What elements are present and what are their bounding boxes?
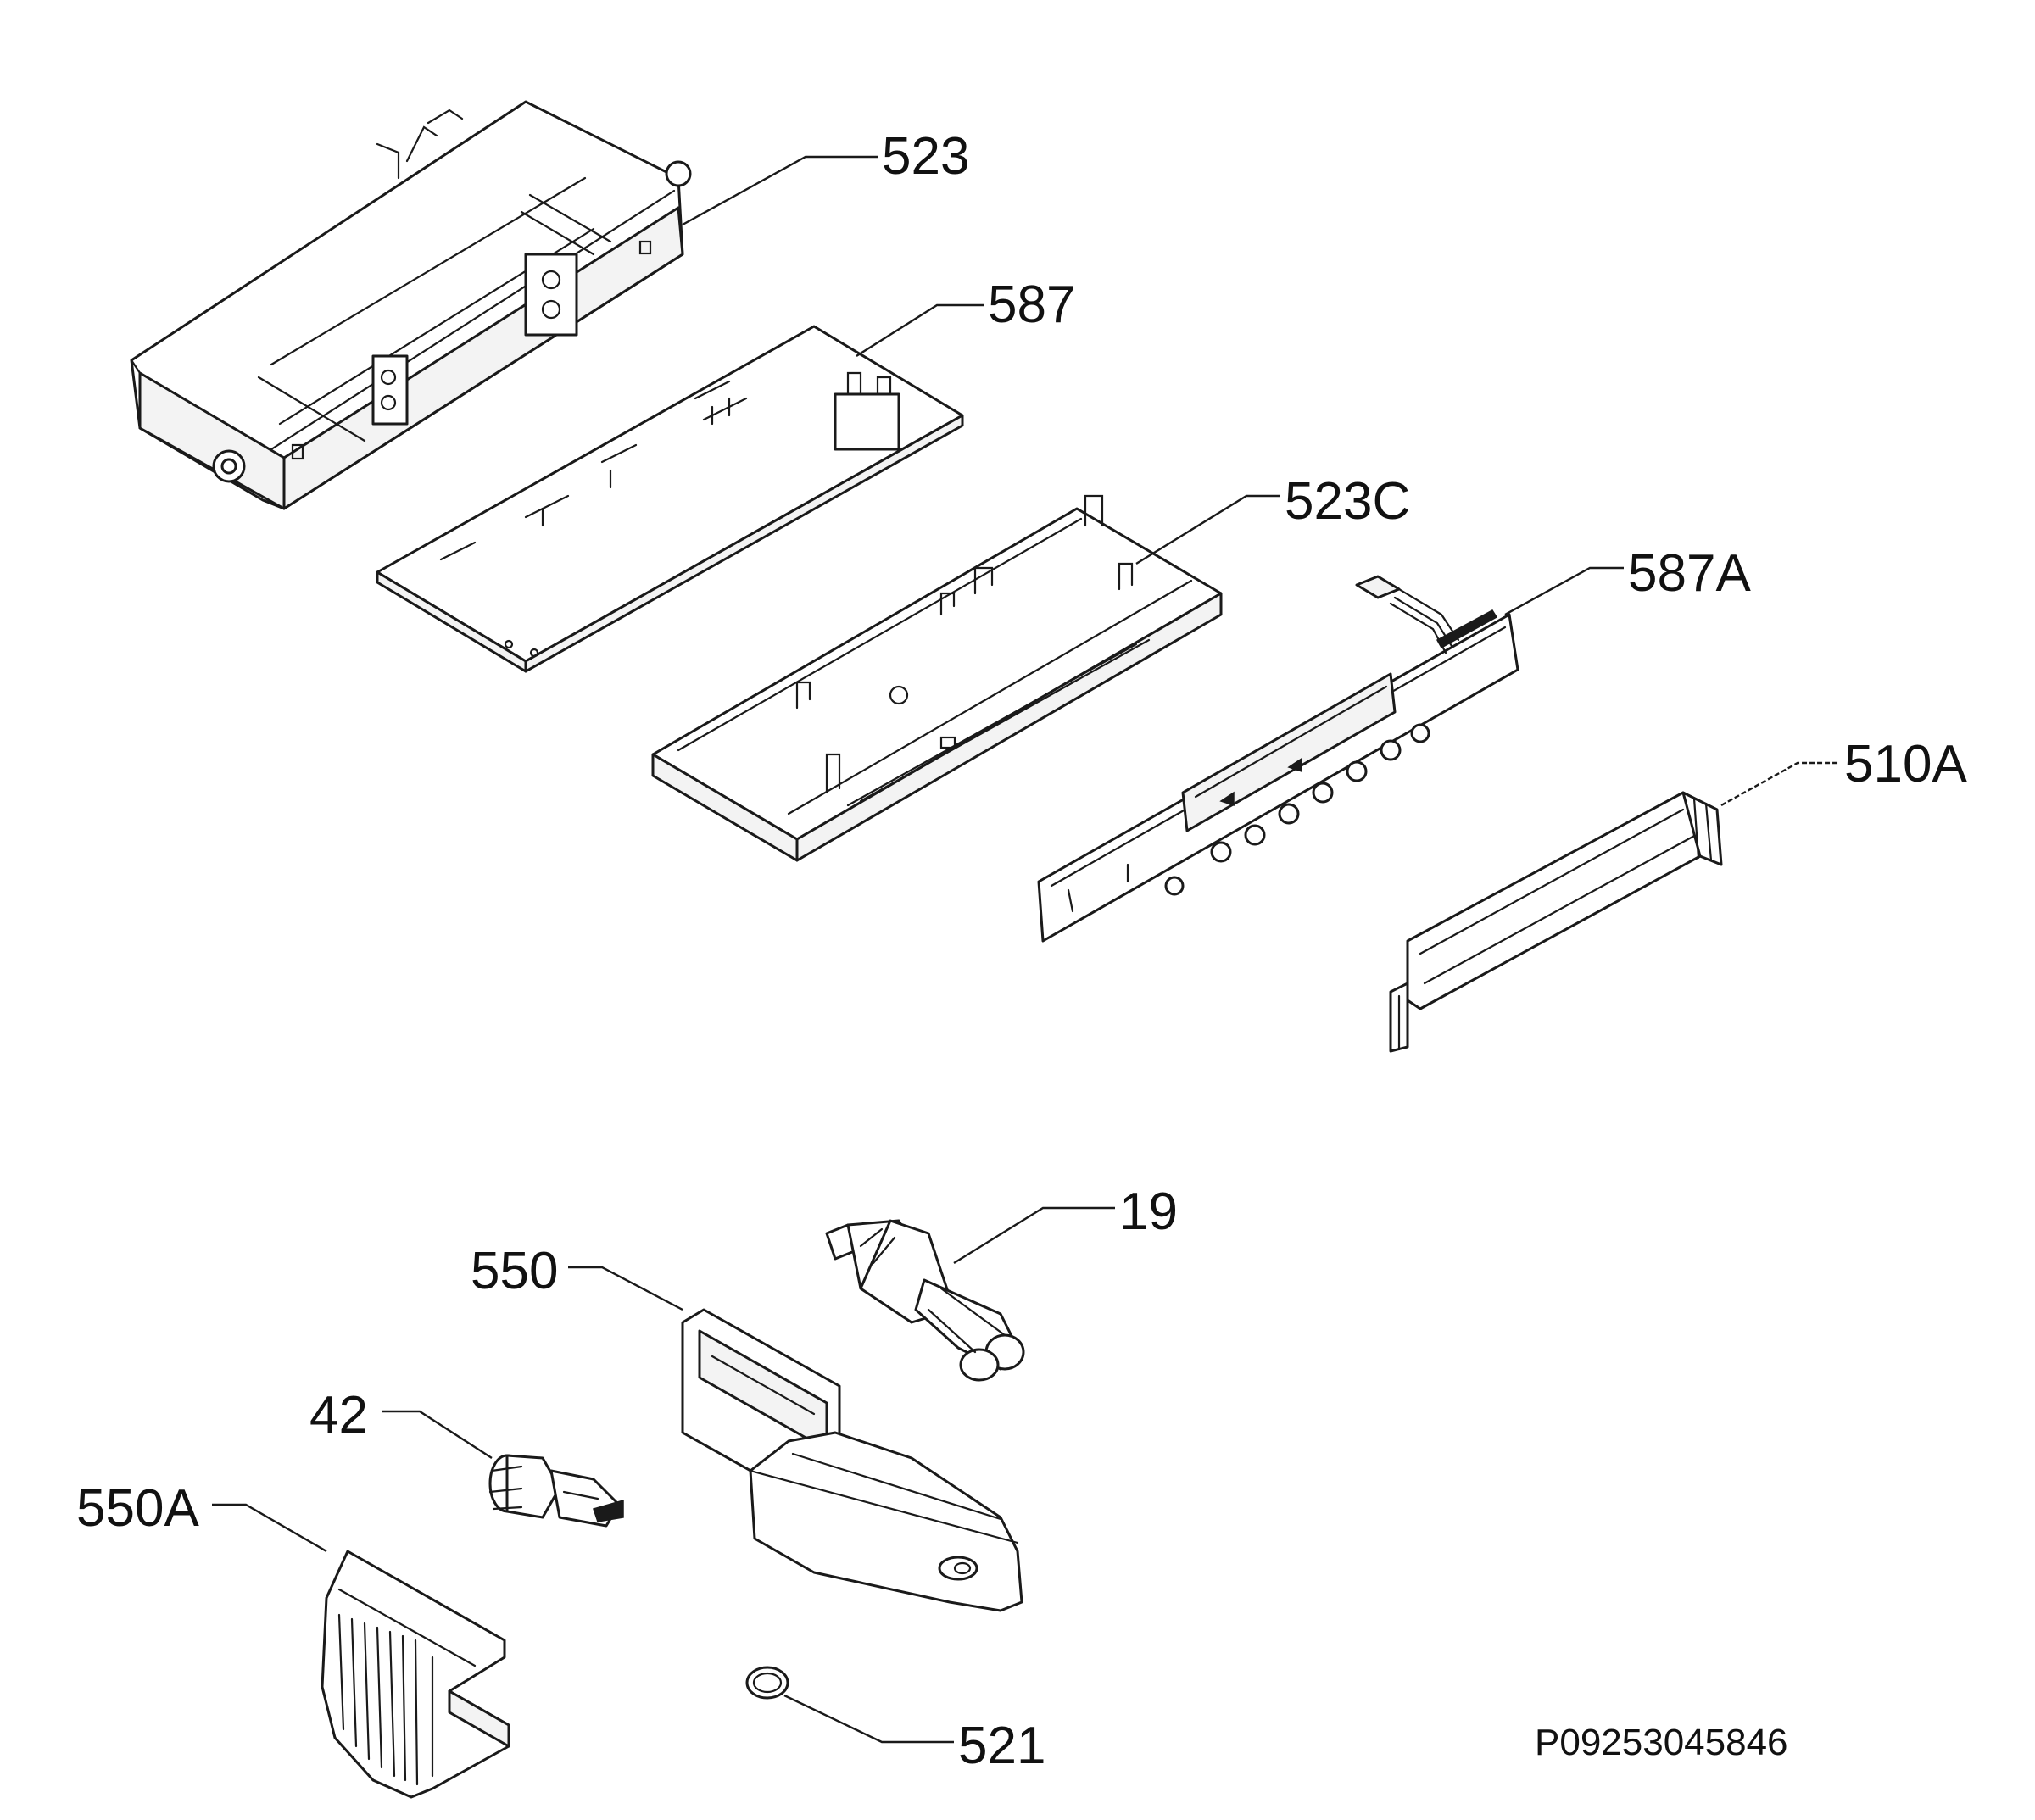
drawing-code: P09253045846 (1535, 1722, 1788, 1763)
label-587: 587 (988, 276, 1075, 334)
leader-521 (783, 1694, 954, 1744)
part-550-lamp-cover (681, 1308, 1023, 1612)
label-550a: 550A (76, 1479, 199, 1538)
leader-42 (382, 1410, 493, 1460)
leader-510a (1720, 761, 1840, 807)
part-523c-tray (651, 494, 1223, 862)
leader-550 (568, 1266, 683, 1311)
part-587-circuit-board (376, 325, 964, 673)
part-550a-end-cap (321, 1550, 510, 1799)
part-521-seal-ring (745, 1666, 789, 1700)
leader-523 (682, 155, 878, 226)
button-stems (1164, 723, 1430, 896)
leader-523c (1135, 494, 1280, 565)
part-523-housing (130, 100, 692, 510)
label-550: 550 (471, 1242, 558, 1300)
leader-550a (212, 1503, 327, 1553)
leader-19 (953, 1206, 1115, 1265)
leader-587a (1504, 566, 1624, 616)
label-523c: 523C (1285, 472, 1410, 531)
label-510a: 510A (1844, 735, 1967, 793)
label-587a: 587A (1628, 544, 1751, 603)
part-19-lamp (825, 1219, 1025, 1382)
label-19: 19 (1119, 1183, 1178, 1241)
part-587a-control-board (1037, 575, 1519, 943)
leader-587 (856, 303, 984, 358)
label-42: 42 (309, 1386, 368, 1444)
part-510a-overlay-strip (1389, 791, 1723, 1053)
label-523: 523 (882, 127, 969, 186)
label-521: 521 (958, 1717, 1045, 1775)
part-42-lamp-holder (488, 1454, 624, 1528)
